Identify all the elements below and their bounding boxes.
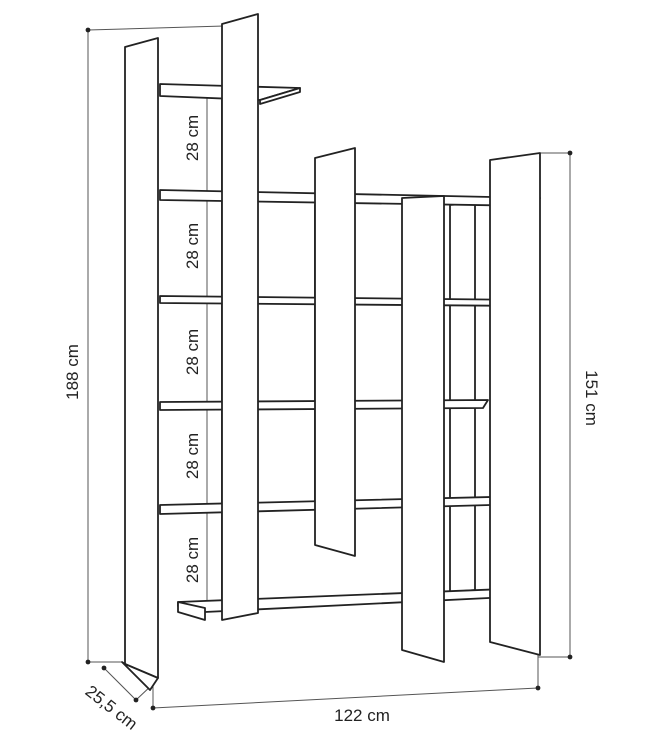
shelf-gap-label-5: 28 cm [183,537,202,583]
dimension-lines [87,25,572,710]
front-panels [121,13,541,691]
depth-label: 25,5 cm [82,682,141,734]
shelf-gap-label-2: 28 cm [183,223,202,269]
total-height-label: 188 cm [63,344,82,400]
shelf-gap-label-1: 28 cm [183,115,202,161]
right-height-label: 151 cm [582,370,601,426]
dimension-labels: 188 cm 151 cm 122 cm 25,5 cm 28 cm 28 cm… [63,115,601,734]
shelf-gap-label-4: 28 cm [183,433,202,479]
shelf-gap-label-3: 28 cm [183,329,202,375]
width-label: 122 cm [334,706,390,725]
